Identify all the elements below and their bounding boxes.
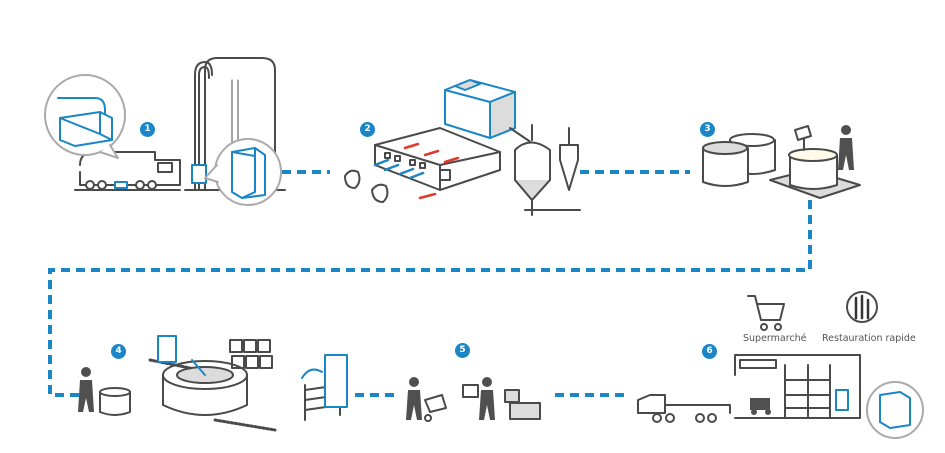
step-badge-1: 1 [140,122,155,137]
spiral-freezer [148,335,277,432]
chicken-icons [344,169,389,203]
step-badge-3: 3 [700,122,715,137]
milk-tanker-truck [74,151,181,191]
worker-icon [838,125,854,170]
destination-label-fast-food: Restauration rapide [822,333,916,344]
weighing-vat [769,125,861,199]
step-badge-5: 5 [455,343,470,358]
processing-chamber [374,127,501,191]
warehouse [734,354,861,419]
blue-cool-arrows [373,158,425,180]
destination-label-supermarket: Supermarché [743,333,807,344]
truck-callout-bubble [44,74,126,159]
flow-path [48,170,812,397]
worker-with-cart [78,367,131,416]
delivery-truck [637,394,731,423]
step-badge-4: 4 [111,344,126,359]
boxes [424,384,541,422]
step-badge-6: 6 [702,344,717,359]
spray-dryer [509,124,581,216]
workers-packing [406,377,495,420]
flow-segment-3-4 [48,200,812,397]
silo-sensor-callout [204,138,282,206]
red-heat-arrows [403,142,460,200]
storage-vats [702,133,776,187]
fork-knife-spoon-icon [846,291,878,323]
storage-silo [184,57,286,191]
shopping-cart-icon [747,295,785,331]
dehumidifier-unit [444,79,516,139]
warehouse-sensor-callout [866,381,924,439]
drying-rack [301,354,348,421]
forklift-icon [750,398,771,415]
step-badge-2: 2 [360,122,375,137]
